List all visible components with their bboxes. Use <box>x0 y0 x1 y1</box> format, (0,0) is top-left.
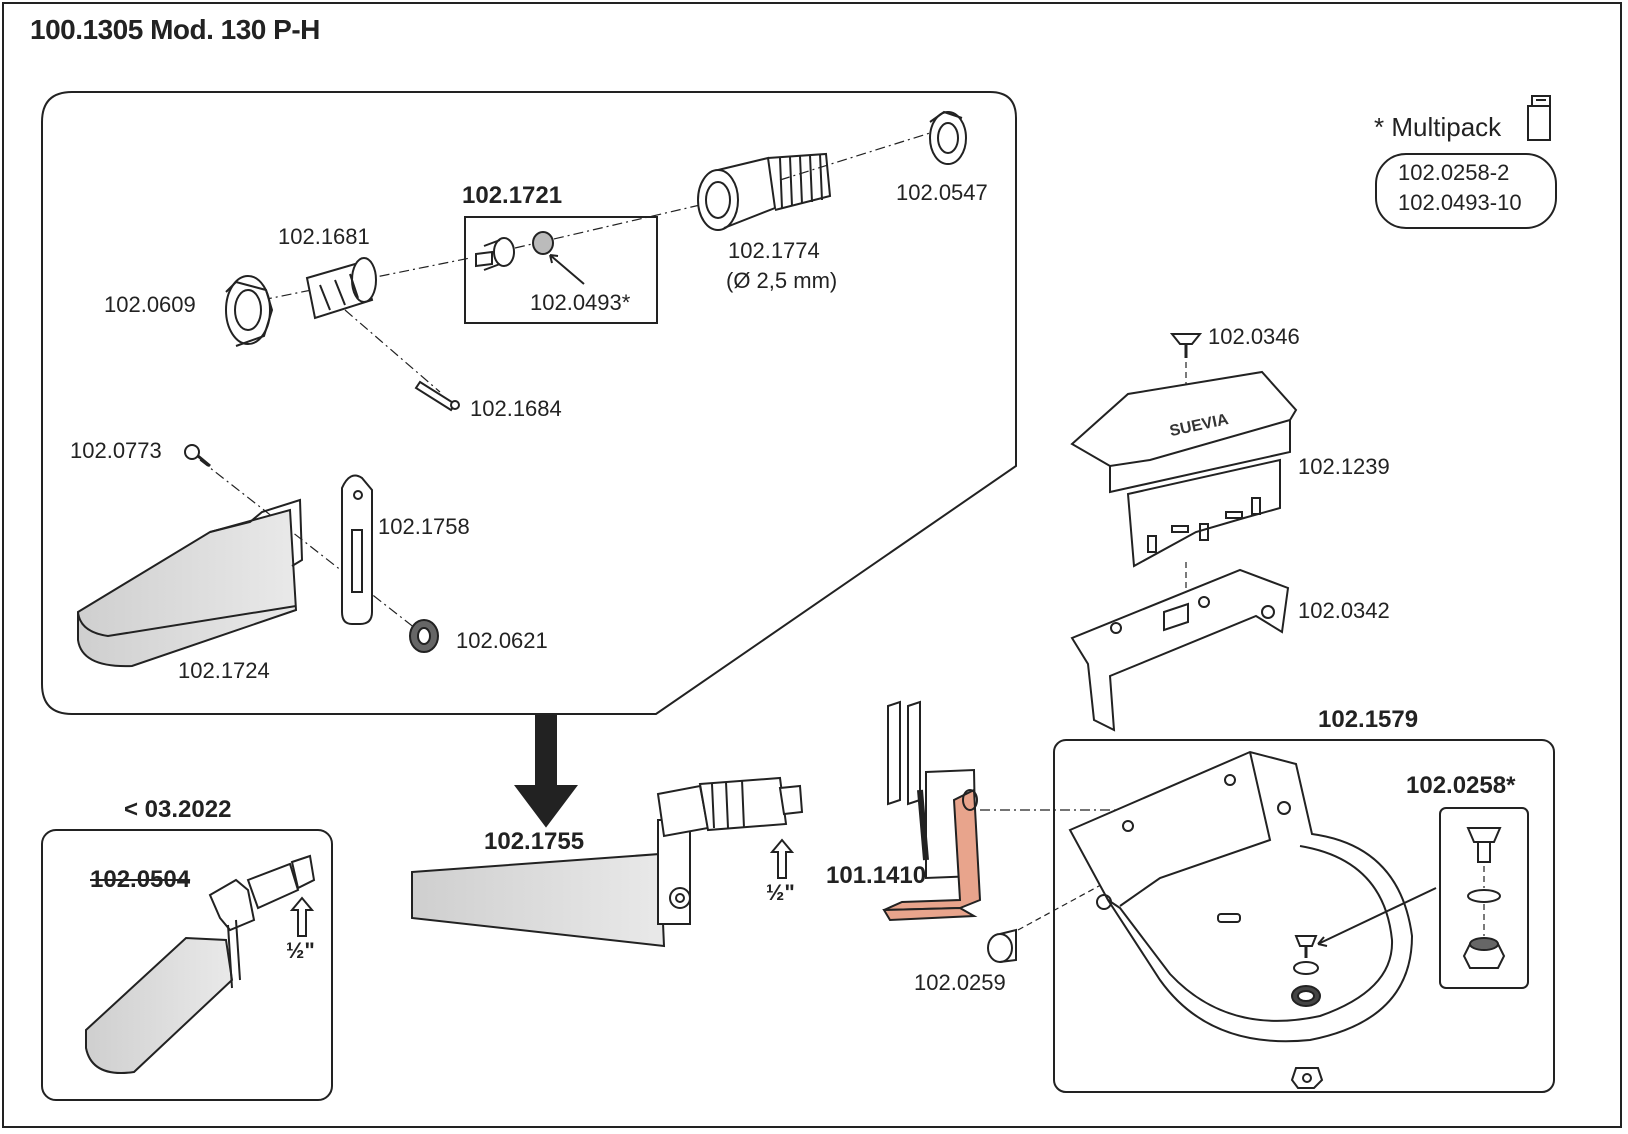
page-title: 100.1305 Mod. 130 P-H <box>30 14 320 45</box>
support-label: 102.0342 <box>1298 598 1390 623</box>
cage-label: 102.1681 <box>278 224 370 249</box>
cover-screw-label: 102.0346 <box>1208 324 1300 349</box>
multipack-box <box>1375 153 1557 229</box>
bowl-icon <box>1068 750 1414 1043</box>
pipe-guard-label: 101.1410 <box>826 862 927 889</box>
bowl-label: 102.1579 <box>1318 706 1419 733</box>
pin-label: 102.1684 <box>470 396 562 421</box>
housing-box <box>464 216 658 324</box>
assembly-thread-arrow <box>769 838 795 879</box>
lever-icon <box>341 474 373 625</box>
valve-detail-box <box>41 91 1017 715</box>
multipack-label: * Multipack <box>1374 112 1502 142</box>
float-axis-line <box>199 459 421 633</box>
legacy-heading: < 03.2022 <box>124 796 232 823</box>
housing-valve-icon <box>475 237 515 271</box>
legacy-thread-label: ½" <box>286 938 315 963</box>
cap-axis <box>1017 879 1111 931</box>
plug-label: 102.0493* <box>530 290 631 315</box>
nut-large-label: 102.0609 <box>104 292 196 317</box>
drain-kit-icons <box>1462 827 1506 969</box>
cap-label: 102.0259 <box>914 970 1006 995</box>
drain-kit-label: 102.0258* <box>1406 772 1516 799</box>
plug-icon <box>532 231 554 255</box>
cover-icon <box>1070 370 1298 568</box>
legacy-part-label: 102.0504 <box>90 866 191 893</box>
drain-kit-arrow <box>1317 887 1437 947</box>
assembly-label: 102.1755 <box>484 828 585 855</box>
multipack-item: 102.0493-10 <box>1398 190 1522 215</box>
legacy-float-icon <box>85 854 316 1074</box>
lever-label: 102.1758 <box>378 514 470 539</box>
float-assembly-icon <box>411 776 804 948</box>
plug-arrow <box>549 254 585 285</box>
nut-small-label: 102.0547 <box>896 180 988 205</box>
nut-small-icon <box>929 110 967 165</box>
pin-axis-line <box>344 309 441 393</box>
seat-icon <box>697 152 832 231</box>
housing-label: 102.1721 <box>462 182 563 209</box>
screw-icon <box>184 444 211 468</box>
assembly-thread-label: ½" <box>766 880 795 905</box>
grommet-icon <box>409 619 439 653</box>
legacy-box <box>41 829 333 1101</box>
cover-screw-icon <box>1169 333 1203 358</box>
grommet-label: 102.0621 <box>456 628 548 653</box>
multipack-item: 102.0258-2 <box>1398 160 1510 185</box>
seat-note: (Ø 2,5 mm) <box>726 268 838 293</box>
cap-icon <box>987 928 1017 963</box>
pin-icon <box>414 380 460 412</box>
drain-kit-box <box>1439 807 1529 989</box>
support-icon <box>1070 568 1290 732</box>
down-arrow <box>514 714 578 828</box>
legacy-thread-arrow <box>289 896 315 937</box>
nut-large-icon <box>225 275 274 347</box>
seat-label: 102.1774 <box>728 238 820 263</box>
float-icon <box>77 498 304 668</box>
screw-label: 102.0773 <box>70 438 162 463</box>
bowl-box <box>1053 739 1555 1093</box>
bowl-nut-icon <box>1290 1067 1324 1089</box>
float-label: 102.1724 <box>178 658 270 683</box>
cover-label: 102.1239 <box>1298 454 1390 479</box>
cage-icon <box>305 257 377 320</box>
pipe-guard-icon <box>882 700 982 922</box>
multipack-icon <box>1527 95 1551 141</box>
